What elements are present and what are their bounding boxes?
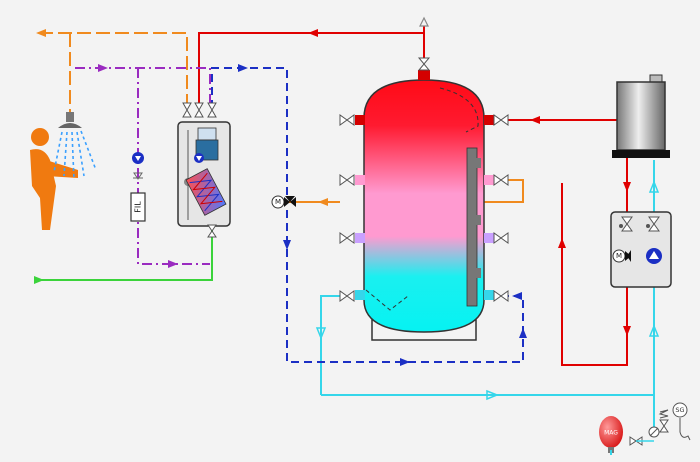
mixing-valve-motor-icon: M (271, 195, 296, 209)
pump-group-motor-label: M (616, 252, 622, 260)
arrow-blue-up (519, 328, 527, 338)
arrow-orange-left-2 (318, 198, 328, 206)
arrow-red-down-boiler (623, 182, 631, 192)
pump-group-icon: M (610, 211, 672, 288)
arrow-red-left (308, 29, 318, 37)
arrow-cyan-right (486, 389, 500, 401)
safety-group-label: SG (675, 406, 684, 414)
arrow-red-left-2 (530, 116, 540, 124)
expansion-vessel-label: MAG (604, 430, 618, 437)
pipes (36, 26, 655, 430)
arrow-cyan-down (315, 327, 327, 341)
arrow-vent-up (419, 16, 429, 27)
fresh-water-station-icon (177, 121, 231, 227)
arrow-orange-left (36, 29, 46, 37)
arrow-purple-right-2 (168, 260, 178, 268)
tank-sensor-wells (476, 158, 481, 278)
circulation-pump-icon (132, 152, 144, 164)
pipe-orange-hot-water (40, 32, 188, 108)
station-valves-top (182, 102, 217, 238)
boiler-icon (612, 74, 670, 158)
arrow-blue-right-2 (400, 358, 410, 366)
safety-group-badge: SG (672, 402, 688, 418)
check-valve-icon (133, 172, 143, 180)
shower-head-icon (53, 112, 97, 181)
pipe-cyan-station-to-tank-bottom (320, 295, 340, 395)
arrow-blue-down (283, 240, 291, 250)
plate-heat-exchanger-icon (185, 168, 227, 216)
mixer-motor-label: M (275, 198, 281, 206)
arrow-green-right (34, 276, 44, 284)
safety-group-valves (629, 419, 669, 446)
pipe-purple-circulation (75, 67, 211, 108)
arrow-cyan-up (648, 323, 660, 337)
buffer-tank-icon (363, 79, 485, 341)
arrow-blue-left (512, 292, 522, 300)
filter-label: FIL (134, 201, 143, 213)
arrow-cyan-up-2 (648, 179, 660, 193)
flow-arrows (34, 16, 660, 401)
pipe-orange-tank-mid (476, 179, 524, 203)
pipe-blue-to-station (211, 67, 288, 195)
arrow-red-up (558, 238, 566, 248)
safety-valve-spring-icon (658, 409, 669, 419)
drain-hose (679, 418, 691, 441)
pipe-green-cold-in (36, 228, 213, 281)
person-showering-icon (30, 128, 78, 230)
filter-box: FIL (130, 192, 146, 222)
pipe-purple-return (137, 68, 210, 265)
arrow-blue-right (238, 64, 248, 72)
pipe-red-pumpgroup-return (561, 183, 628, 366)
expansion-vessel-icon: MAG (599, 416, 623, 453)
arrow-purple-right (98, 64, 108, 72)
arrow-red-down-return (623, 326, 631, 336)
tank-connections (339, 57, 509, 302)
